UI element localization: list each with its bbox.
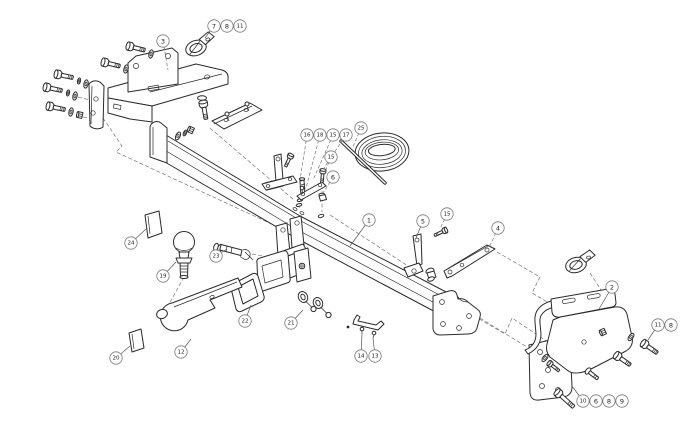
callout-number: 21: [288, 320, 295, 326]
callout-circle-8: [220, 19, 234, 33]
callout-number: 11: [237, 23, 244, 29]
callout-circle-12: [174, 345, 188, 359]
shackle-clips: [295, 289, 332, 319]
lock-clip-right: [562, 248, 599, 276]
callout-number: 5: [421, 217, 425, 225]
callout-leader-3: [162, 40, 169, 71]
callout-number: 13: [372, 353, 379, 359]
callout-number: 25: [358, 125, 365, 131]
l-bracket-5: [403, 226, 449, 282]
callout-circle-23: [209, 249, 223, 263]
callout-circle-24: [124, 236, 138, 250]
callout-number: 8: [607, 397, 611, 405]
callout-leader-15: [312, 134, 334, 181]
callout-number: 10: [580, 398, 587, 404]
callout-circle-7: [207, 19, 221, 33]
callout-circle-2: [605, 280, 619, 294]
callout-circle-4: [491, 221, 505, 235]
tow-ball: [173, 231, 195, 279]
callout-number: 12: [178, 349, 185, 355]
wiring-coil: [339, 132, 410, 185]
callout-number: 14: [358, 353, 365, 359]
callout-circle-16: [300, 128, 314, 142]
callout-circle-20: [109, 351, 123, 365]
main-crossbar: [149, 121, 481, 336]
callout-circle-6: [326, 170, 340, 184]
callout-number: 8: [225, 22, 229, 30]
ball-mount-tongue: [156, 277, 243, 332]
callout-number: 22: [242, 318, 249, 324]
callout-number: 17: [343, 132, 350, 138]
callout-circle-15: [324, 150, 338, 164]
callout-number: 9: [620, 397, 624, 405]
callout-number: 6: [594, 397, 598, 405]
callout-number: 15: [444, 211, 451, 217]
callout-leader-16: [299, 134, 308, 181]
safety-strap: [346, 314, 385, 339]
callout-circle-5: [416, 214, 430, 228]
left-mount-bracket: [88, 47, 229, 130]
callout-number: 2: [610, 283, 614, 291]
callout-number: 4: [496, 224, 500, 232]
plate-24: [144, 210, 163, 239]
callout-number: 20: [113, 355, 120, 361]
callout-circle-8: [602, 394, 616, 408]
callout-circle-14: [354, 349, 368, 363]
top-fishplate-and-bolt: [197, 95, 263, 130]
callout-circle-19: [156, 269, 170, 283]
diagonal-strap-4: [443, 244, 496, 279]
callout-circle-8: [664, 318, 678, 332]
callout-circle-21: [284, 316, 298, 330]
callout-circle-22: [238, 314, 252, 328]
callout-number: 18: [317, 132, 324, 138]
lock-clip-left: [181, 29, 219, 60]
callout-number: 7: [212, 22, 216, 30]
callout-circle-9: [615, 394, 629, 408]
callout-number: 19: [160, 273, 167, 279]
callout-circle-18: [313, 128, 327, 142]
callout-number: 23: [213, 253, 220, 259]
callout-number: 6: [331, 173, 335, 181]
callout-circle-10: [576, 394, 590, 408]
callout-circle-17: [339, 128, 353, 142]
center-fastener-group: [261, 152, 327, 207]
callout-number: 15: [328, 154, 335, 160]
callout-number: 3: [161, 37, 165, 45]
callout-number: 16: [304, 132, 311, 138]
callout-circle-6: [589, 394, 603, 408]
callout-number: 1: [367, 216, 371, 224]
callout-circle-3: [156, 34, 170, 48]
callout-leader-4: [488, 227, 499, 249]
callout-number: 11: [655, 322, 662, 328]
callout-circle-15: [440, 207, 454, 221]
callout-leader-18: [305, 134, 321, 189]
callout-number: 24: [128, 240, 135, 246]
callout-circle-15: [326, 128, 340, 142]
right-mount-bracket: [524, 288, 633, 401]
callout-circle-11: [651, 318, 665, 332]
callout-circle-25: [354, 121, 368, 135]
callout-circle-11: [233, 19, 247, 33]
callout-number: 8: [669, 321, 673, 329]
callout-circle-13: [368, 349, 382, 363]
receiver-assembly: [256, 215, 312, 292]
callout-circle-1: [362, 213, 376, 227]
plate-20: [128, 328, 145, 353]
callout-number: 15: [330, 132, 337, 138]
